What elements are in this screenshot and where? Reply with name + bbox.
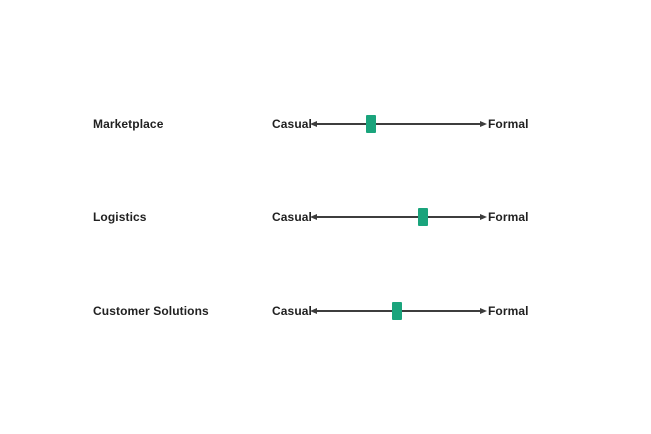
right-anchor-label: Formal bbox=[488, 304, 529, 318]
scale-marker[interactable] bbox=[418, 208, 429, 226]
left-arrowhead-icon bbox=[310, 213, 317, 220]
left-anchor-label: Casual bbox=[272, 304, 312, 318]
left-arrowhead-icon bbox=[310, 307, 317, 314]
scale-marker[interactable] bbox=[391, 302, 402, 320]
right-anchor-label: Formal bbox=[488, 117, 529, 131]
left-arrowhead-icon bbox=[310, 120, 317, 127]
row-label: Customer Solutions bbox=[93, 304, 209, 318]
scale-row: Marketplace Casual Formal bbox=[0, 112, 651, 136]
scale-line bbox=[314, 216, 483, 218]
scale-marker[interactable] bbox=[366, 115, 377, 133]
scale-line bbox=[314, 123, 483, 125]
scale-track[interactable] bbox=[310, 207, 487, 227]
scale-row: Logistics Casual Formal bbox=[0, 205, 651, 229]
left-anchor-label: Casual bbox=[272, 117, 312, 131]
row-label: Logistics bbox=[93, 210, 147, 224]
scale-row: Customer Solutions Casual Formal bbox=[0, 299, 651, 323]
right-arrowhead-icon bbox=[480, 213, 487, 220]
scale-track[interactable] bbox=[310, 301, 487, 321]
scale-track[interactable] bbox=[310, 114, 487, 134]
right-arrowhead-icon bbox=[480, 120, 487, 127]
right-anchor-label: Formal bbox=[488, 210, 529, 224]
right-arrowhead-icon bbox=[480, 307, 487, 314]
row-label: Marketplace bbox=[93, 117, 164, 131]
left-anchor-label: Casual bbox=[272, 210, 312, 224]
